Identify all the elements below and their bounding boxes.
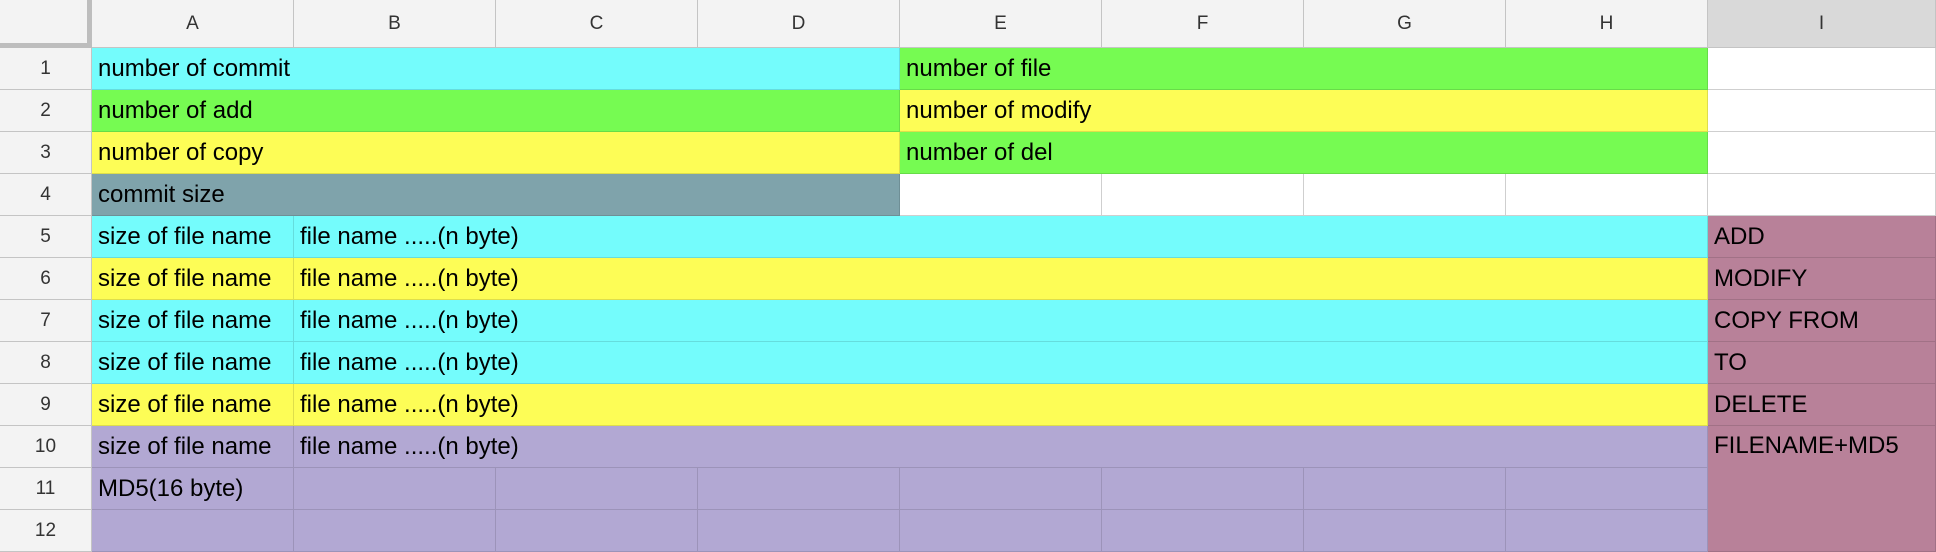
cell-text: DELETE xyxy=(1714,390,1808,418)
cell-b12[interactable] xyxy=(294,510,496,552)
cell-text: file name .....(n byte) xyxy=(300,222,519,250)
row-header-5[interactable]: 5 xyxy=(0,216,92,258)
cell-a4-d4[interactable]: commit size xyxy=(92,174,900,216)
cell-g4[interactable] xyxy=(1304,174,1506,216)
cell-text: size of file name xyxy=(98,390,272,418)
cell-text: size of file name xyxy=(98,306,272,334)
cell-text: size of file name xyxy=(98,348,272,376)
row-header-10[interactable]: 10 xyxy=(0,426,92,468)
cell-e1-h1[interactable]: number of file xyxy=(900,48,1708,90)
cell-i10-i12[interactable]: FILENAME+MD5 xyxy=(1708,426,1936,552)
column-header-b[interactable]: B xyxy=(294,0,496,48)
cell-i9[interactable]: DELETE xyxy=(1708,384,1936,426)
cell-text: TO xyxy=(1714,348,1747,376)
cell-i8[interactable]: TO xyxy=(1708,342,1936,384)
cell-a9[interactable]: size of file name xyxy=(92,384,294,426)
cell-d12[interactable] xyxy=(698,510,900,552)
cell-text: file name .....(n byte) xyxy=(300,264,519,292)
column-header-d[interactable]: D xyxy=(698,0,900,48)
cell-g11[interactable] xyxy=(1304,468,1506,510)
cell-i3[interactable] xyxy=(1708,132,1936,174)
cell-i6[interactable]: MODIFY xyxy=(1708,258,1936,300)
column-header-a[interactable]: A xyxy=(92,0,294,48)
column-header-f[interactable]: F xyxy=(1102,0,1304,48)
column-header-e[interactable]: E xyxy=(900,0,1102,48)
cell-a7[interactable]: size of file name xyxy=(92,300,294,342)
cell-i2[interactable] xyxy=(1708,90,1936,132)
cell-a3-d3[interactable]: number of copy xyxy=(92,132,900,174)
cell-i4[interactable] xyxy=(1708,174,1936,216)
cell-b10-h10[interactable]: file name .....(n byte) xyxy=(294,426,1708,468)
column-header-c[interactable]: C xyxy=(496,0,698,48)
cell-text: size of file name xyxy=(98,222,272,250)
cell-a8[interactable]: size of file name xyxy=(92,342,294,384)
cell-h12[interactable] xyxy=(1506,510,1708,552)
select-all-corner[interactable] xyxy=(0,0,92,48)
cell-text: file name .....(n byte) xyxy=(300,348,519,376)
cell-a11[interactable]: MD5(16 byte) xyxy=(92,468,294,510)
cell-e4[interactable] xyxy=(900,174,1102,216)
cell-text: file name .....(n byte) xyxy=(300,306,519,334)
row-header-6[interactable]: 6 xyxy=(0,258,92,300)
column-header-g[interactable]: G xyxy=(1304,0,1506,48)
cell-a12[interactable] xyxy=(92,510,294,552)
cell-a2-d2[interactable]: number of add xyxy=(92,90,900,132)
row-header-7[interactable]: 7 xyxy=(0,300,92,342)
cell-text: number of modify xyxy=(906,96,1092,124)
cell-g12[interactable] xyxy=(1304,510,1506,552)
cell-text: number of del xyxy=(906,138,1053,166)
cell-b8-h8[interactable]: file name .....(n byte) xyxy=(294,342,1708,384)
cell-text: file name .....(n byte) xyxy=(300,432,519,460)
cell-f12[interactable] xyxy=(1102,510,1304,552)
cell-a10[interactable]: size of file name xyxy=(92,426,294,468)
cell-text: MD5(16 byte) xyxy=(98,474,244,502)
cell-b7-h7[interactable]: file name .....(n byte) xyxy=(294,300,1708,342)
cell-h11[interactable] xyxy=(1506,468,1708,510)
cell-a5[interactable]: size of file name xyxy=(92,216,294,258)
cell-text: FILENAME+MD5 xyxy=(1714,432,1899,459)
cell-text: COPY FROM xyxy=(1714,306,1859,334)
row-header-2[interactable]: 2 xyxy=(0,90,92,132)
cell-e3-h3[interactable]: number of del xyxy=(900,132,1708,174)
cell-a1-d1[interactable]: number of commit xyxy=(92,48,900,90)
column-header-h[interactable]: H xyxy=(1506,0,1708,48)
cell-b9-h9[interactable]: file name .....(n byte) xyxy=(294,384,1708,426)
cell-d11[interactable] xyxy=(698,468,900,510)
row-header-9[interactable]: 9 xyxy=(0,384,92,426)
cell-b11[interactable] xyxy=(294,468,496,510)
cell-b5-h5[interactable]: file name .....(n byte) xyxy=(294,216,1708,258)
cell-text: number of commit xyxy=(98,54,291,82)
cell-e11[interactable] xyxy=(900,468,1102,510)
cell-a6[interactable]: size of file name xyxy=(92,258,294,300)
cell-f11[interactable] xyxy=(1102,468,1304,510)
cell-i1[interactable] xyxy=(1708,48,1936,90)
cell-text: number of add xyxy=(98,96,253,124)
cell-h4[interactable] xyxy=(1506,174,1708,216)
cell-text: size of file name xyxy=(98,264,272,292)
cell-text: commit size xyxy=(98,180,225,208)
cell-b6-h6[interactable]: file name .....(n byte) xyxy=(294,258,1708,300)
cell-text: size of file name xyxy=(98,432,272,460)
cell-text: number of file xyxy=(906,54,1052,82)
cell-text: file name .....(n byte) xyxy=(300,390,519,418)
cell-c12[interactable] xyxy=(496,510,698,552)
cell-text: number of copy xyxy=(98,138,264,166)
row-header-8[interactable]: 8 xyxy=(0,342,92,384)
cell-i5[interactable]: ADD xyxy=(1708,216,1936,258)
cell-f4[interactable] xyxy=(1102,174,1304,216)
row-header-3[interactable]: 3 xyxy=(0,132,92,174)
cell-e12[interactable] xyxy=(900,510,1102,552)
cell-text: ADD xyxy=(1714,222,1765,250)
row-header-11[interactable]: 11 xyxy=(0,468,92,510)
row-header-12[interactable]: 12 xyxy=(0,510,92,552)
cell-e2-h2[interactable]: number of modify xyxy=(900,90,1708,132)
row-header-4[interactable]: 4 xyxy=(0,174,92,216)
column-header-i[interactable]: I xyxy=(1708,0,1936,48)
cell-c11[interactable] xyxy=(496,468,698,510)
cell-i7[interactable]: COPY FROM xyxy=(1708,300,1936,342)
row-header-1[interactable]: 1 xyxy=(0,48,92,90)
cell-text: MODIFY xyxy=(1714,264,1808,292)
